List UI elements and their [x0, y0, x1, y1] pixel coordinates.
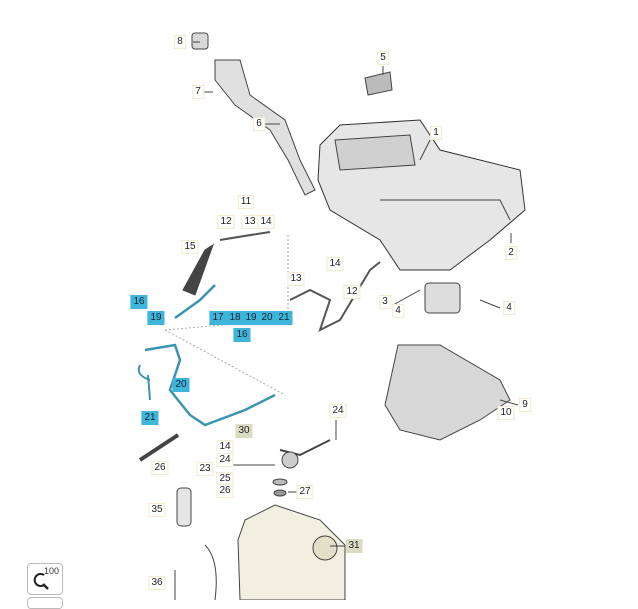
callout-20[interactable]: 20 — [258, 311, 276, 325]
callout-19[interactable]: 19 — [242, 311, 260, 325]
callout-12[interactable]: 12 — [217, 215, 235, 229]
secondary-control-button[interactable] — [27, 597, 63, 609]
callout-31[interactable]: 31 — [345, 539, 363, 553]
callout-9[interactable]: 9 — [519, 398, 531, 412]
cap — [191, 32, 209, 50]
callout-20[interactable]: 20 — [172, 378, 190, 392]
callout-6[interactable]: 6 — [253, 117, 265, 131]
pump — [424, 282, 461, 314]
callout-13[interactable]: 13 — [287, 272, 305, 286]
callout-4[interactable]: 4 — [503, 301, 515, 315]
bracket — [182, 243, 214, 296]
callout-8[interactable]: 8 — [174, 35, 186, 49]
callout-23[interactable]: 23 — [196, 462, 214, 476]
callout-13[interactable]: 13 — [241, 215, 259, 229]
clip — [364, 71, 393, 96]
callout-18[interactable]: 18 — [226, 311, 244, 325]
callout-14[interactable]: 14 — [216, 440, 234, 454]
callout-16[interactable]: 16 — [130, 295, 148, 309]
callout-11[interactable]: 11 — [237, 195, 255, 209]
callout-35[interactable]: 35 — [148, 503, 166, 517]
transmission — [237, 504, 346, 600]
blue-line — [174, 284, 216, 320]
callout-17[interactable]: 17 — [209, 311, 227, 325]
callout-25[interactable]: 25 — [216, 472, 234, 486]
shield — [384, 344, 511, 441]
callout-24[interactable]: 24 — [216, 453, 234, 467]
zoom-level: 100 — [43, 566, 59, 576]
callout-26[interactable]: 26 — [216, 484, 234, 498]
bottle — [176, 487, 192, 527]
callout-21[interactable]: 21 — [141, 411, 159, 425]
callout-12[interactable]: 12 — [343, 285, 361, 299]
filler-neck — [214, 59, 316, 196]
callout-3[interactable]: 3 — [379, 295, 391, 309]
callout-10[interactable]: 10 — [497, 406, 515, 420]
callout-4[interactable]: 4 — [392, 304, 404, 318]
callout-30[interactable]: 30 — [235, 424, 253, 438]
callout-15[interactable]: 15 — [181, 240, 199, 254]
blue-pipe — [144, 343, 276, 427]
callout-27[interactable]: 27 — [296, 485, 314, 499]
callout-19[interactable]: 19 — [147, 311, 165, 325]
callout-1[interactable]: 1 — [430, 126, 442, 140]
callout-21[interactable]: 21 — [275, 311, 293, 325]
callout-16[interactable]: 16 — [233, 328, 251, 342]
callout-26[interactable]: 26 — [151, 461, 169, 475]
zoom-button[interactable]: 100 — [27, 563, 63, 595]
callout-14[interactable]: 14 — [326, 257, 344, 271]
callout-2[interactable]: 2 — [505, 246, 517, 260]
callout-14[interactable]: 14 — [257, 215, 275, 229]
callout-24[interactable]: 24 — [329, 404, 347, 418]
callout-7[interactable]: 7 — [192, 85, 204, 99]
zoom-icon — [33, 573, 49, 590]
callout-5[interactable]: 5 — [377, 51, 389, 65]
callout-36[interactable]: 36 — [148, 576, 166, 590]
